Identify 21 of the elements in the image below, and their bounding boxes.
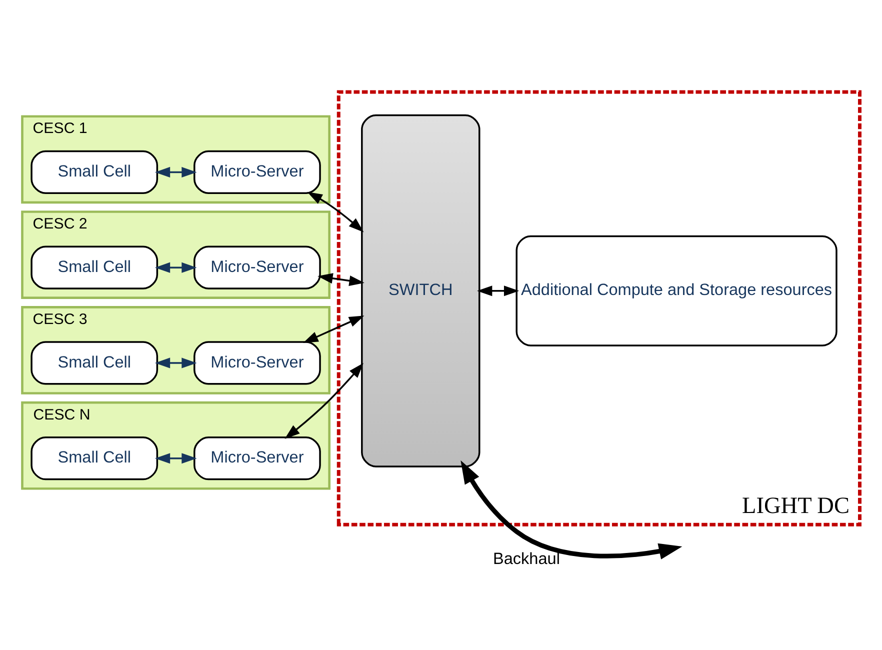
arrow	[460, 460, 682, 559]
node-box: Micro-Server	[194, 150, 321, 194]
node-box: Micro-Server	[194, 436, 321, 480]
arrow	[477, 285, 520, 296]
edge-label: Backhaul	[493, 549, 560, 568]
node-box: Micro-Server	[194, 340, 321, 384]
arrow	[154, 166, 197, 178]
node-box: Small Cell	[30, 436, 158, 480]
arrow	[303, 315, 364, 342]
arrow	[154, 452, 197, 464]
node-box: Small Cell	[30, 245, 158, 289]
node-box: Micro-Server	[194, 245, 321, 289]
arrow	[154, 357, 197, 368]
node-box: SWITCH	[361, 114, 480, 467]
arrow	[154, 262, 197, 272]
arrow	[318, 272, 364, 286]
node-box: Small Cell	[30, 340, 158, 384]
arrow	[307, 191, 364, 232]
node-box: Small Cell	[30, 150, 158, 194]
node-box: Additional Compute and Storage resources	[516, 234, 838, 346]
arrow	[284, 362, 364, 438]
